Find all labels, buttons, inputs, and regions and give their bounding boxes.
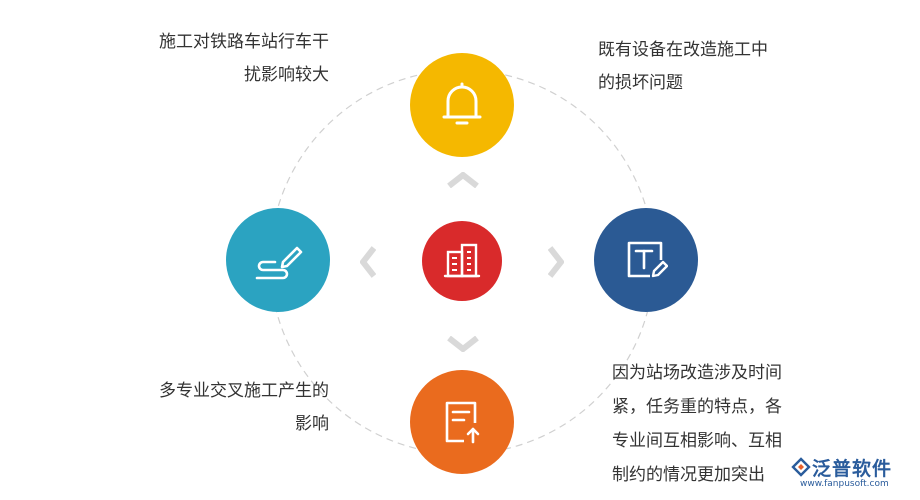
brand-logo: 泛普软件 www.fanpusoft.com — [790, 454, 916, 494]
label-line: 扰影响较大 — [244, 65, 329, 85]
logo-url: www.fanpusoft.com — [800, 479, 889, 489]
label-line: 紧，任务重的特点，各 — [612, 397, 782, 417]
logo-name: 泛普软件 — [812, 458, 893, 480]
chevron-right-icon — [548, 246, 564, 278]
label-line: 因为站场改造涉及时间 — [612, 363, 782, 383]
label-line: 的损坏问题 — [598, 73, 683, 93]
label-top-left: 施工对铁路车站行车干 扰影响较大 — [137, 26, 329, 92]
label-line: 既有设备在改造施工中 — [598, 40, 768, 60]
label-line: 施工对铁路车站行车干 — [159, 32, 329, 52]
chevron-up-icon — [447, 172, 479, 188]
node-left — [226, 208, 330, 312]
text-edit-icon — [627, 241, 668, 278]
label-bottom-right: 因为站场改造涉及时间 紧，任务重的特点，各 专业间互相影响、互相 制约的情况更加… — [612, 356, 804, 492]
label-line: 专业间互相影响、互相 — [612, 431, 782, 451]
label-top-right: 既有设备在改造施工中 的损坏问题 — [598, 34, 798, 100]
document-upload-icon — [445, 401, 480, 444]
node-top — [410, 53, 514, 157]
logo-mark-icon — [791, 457, 811, 477]
node-center — [422, 221, 502, 301]
label-bottom-left: 多专业交叉施工产生的 影响 — [137, 375, 329, 441]
label-line: 多专业交叉施工产生的 — [159, 381, 329, 401]
label-line: 制约的情况更加突出 — [612, 465, 765, 485]
node-right — [594, 208, 698, 312]
chevron-left-icon — [360, 246, 376, 278]
chevron-down-icon — [447, 336, 479, 352]
node-bottom — [410, 370, 514, 474]
label-line: 影响 — [295, 414, 329, 434]
pen-path-icon — [255, 246, 303, 280]
bell-icon — [442, 82, 482, 125]
buildings-icon — [443, 243, 481, 278]
